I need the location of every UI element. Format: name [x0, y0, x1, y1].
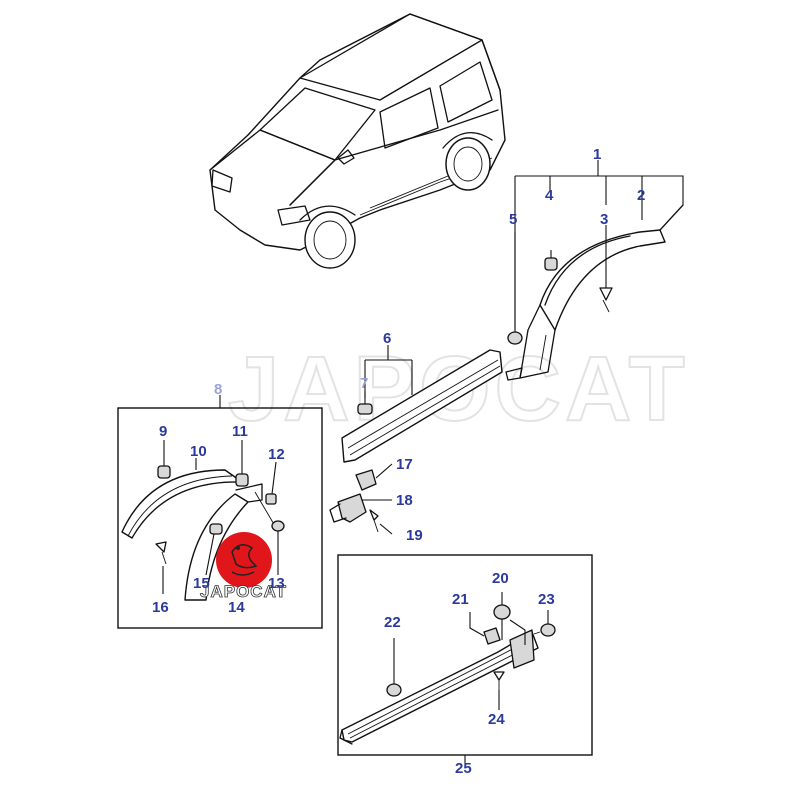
clip-7-icon — [357, 392, 373, 415]
callout-10: 10 — [190, 443, 207, 460]
callout-17: 17 — [396, 456, 413, 473]
vehicle-overview — [209, 13, 506, 269]
clip-4-icon — [544, 250, 558, 271]
japocat-logo: JAPOCAT — [200, 532, 287, 601]
callout-6: 6 — [383, 330, 391, 347]
callout-23: 23 — [538, 591, 555, 608]
clip-5-icon — [507, 232, 523, 345]
clip-21-icon — [469, 612, 501, 645]
callout-22: 22 — [384, 614, 401, 631]
callout-21: 21 — [452, 591, 469, 608]
callout-16: 16 — [152, 599, 169, 616]
callout-2: 2 — [637, 187, 645, 204]
screw-3-icon — [599, 225, 613, 313]
clip-15-icon — [205, 523, 223, 576]
rear-flare-group — [505, 160, 684, 381]
callout-24: 24 — [488, 711, 505, 728]
callout-11: 11 — [232, 423, 248, 440]
clip-11-icon — [235, 440, 249, 487]
side-sill-box — [337, 554, 593, 765]
clip-22-icon — [386, 638, 402, 697]
callout-13: 13 — [268, 575, 285, 592]
callout-9: 9 — [159, 423, 167, 440]
callout-3: 3 — [600, 211, 608, 228]
screw-16-icon — [155, 541, 167, 594]
callout-8: 8 — [214, 381, 222, 398]
front-flare-box — [117, 395, 323, 629]
clip-13-icon — [271, 520, 285, 575]
callout-15: 15 — [193, 575, 210, 592]
callout-1: 1 — [593, 146, 601, 163]
callout-12: 12 — [268, 446, 285, 463]
callout-18: 18 — [396, 492, 413, 509]
logo-text: JAPOCAT — [200, 582, 287, 601]
callout-19: 19 — [406, 527, 423, 544]
door-molding-group — [341, 345, 503, 463]
callout-25: 25 — [455, 760, 472, 777]
clip-20-icon — [493, 592, 526, 645]
callout-14: 14 — [228, 599, 245, 616]
bracket-group — [329, 463, 393, 535]
callout-20: 20 — [492, 570, 509, 587]
callout-4: 4 — [545, 187, 554, 204]
clip-12-icon — [265, 461, 277, 505]
callout-7: 7 — [360, 375, 368, 392]
callout-5: 5 — [509, 211, 517, 228]
screw-24-icon — [493, 671, 505, 710]
clip-23-icon — [533, 610, 556, 637]
screw-19-icon — [369, 509, 393, 535]
clip-9-icon — [157, 440, 171, 479]
